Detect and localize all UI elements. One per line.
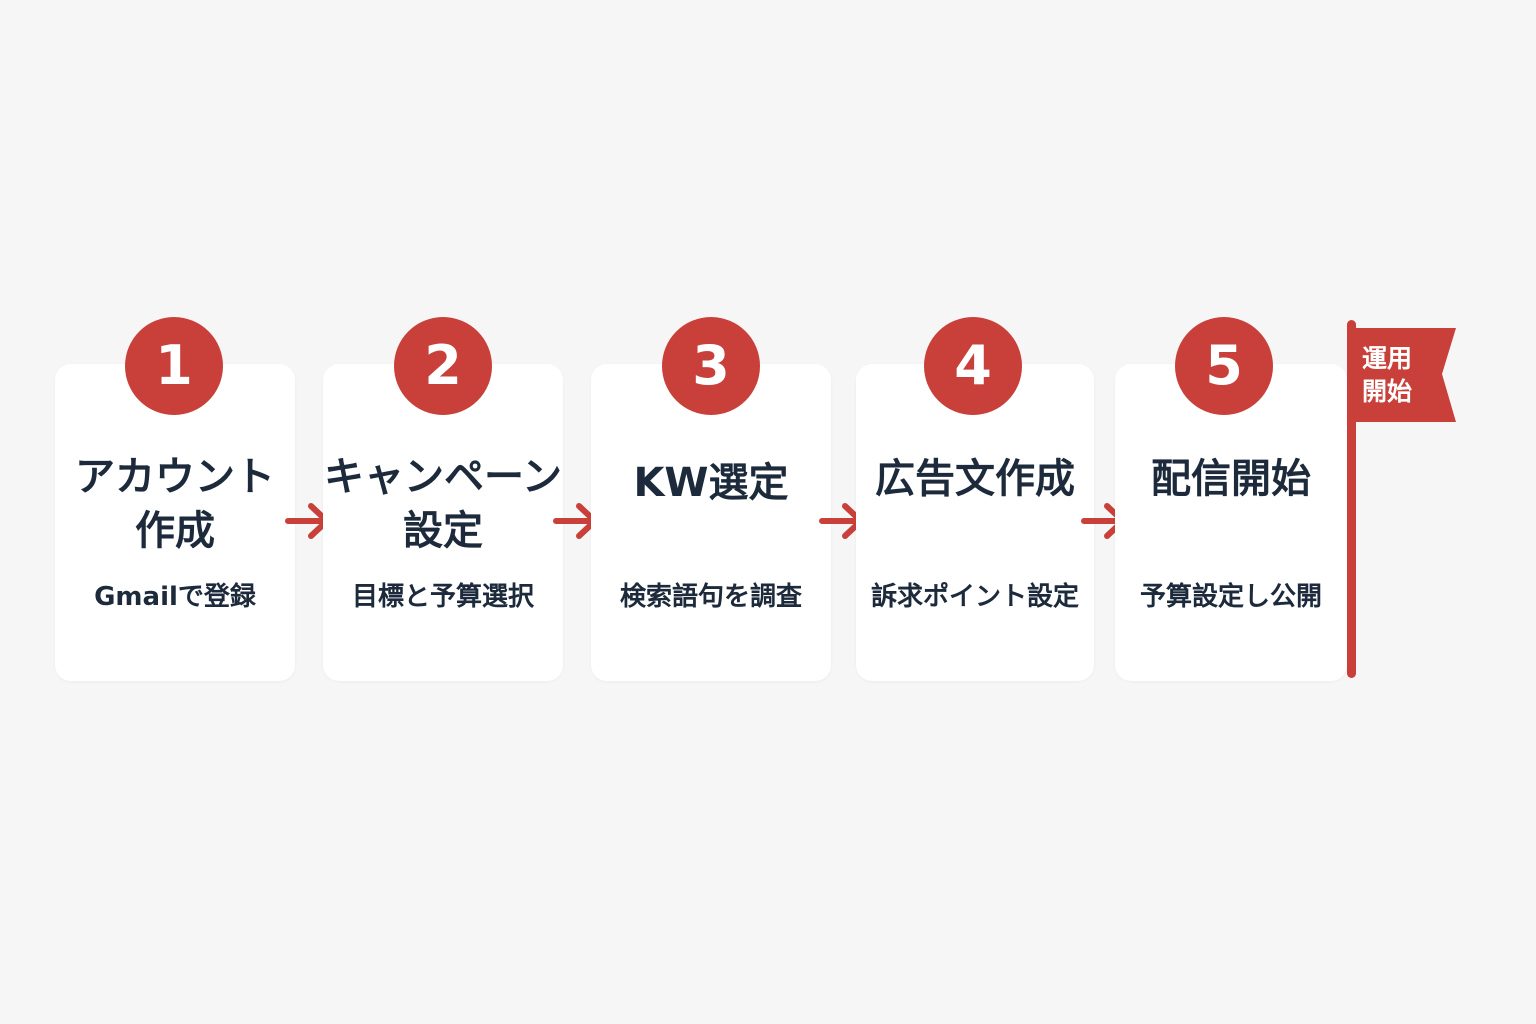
step-title-5: 配信開始 xyxy=(1151,456,1311,502)
step-title-1: アカウント 作成 xyxy=(75,454,275,554)
step-card-3: KW選定 検索語句を調査 xyxy=(591,364,831,681)
step-card-5: 配信開始 予算設定し公開 xyxy=(1115,364,1347,681)
step-number-badge-2: 2 xyxy=(394,317,492,415)
flag-icon xyxy=(1347,320,1456,678)
step-card-4: 広告文作成 訴求ポイント設定 xyxy=(856,364,1094,681)
step-number-badge-4: 4 xyxy=(924,317,1022,415)
step-card-2: キャンペーン 設定 目標と予算選択 xyxy=(323,364,563,681)
step-subtitle-2: 目標と予算選択 xyxy=(351,582,534,612)
step-number-badge-5: 5 xyxy=(1175,317,1273,415)
step-number-badge-3: 3 xyxy=(662,317,760,415)
step-title-2: キャンペーン 設定 xyxy=(324,454,562,554)
step-number-badge-1: 1 xyxy=(125,317,223,415)
step-title-3: KW選定 xyxy=(633,460,789,506)
flag-label: 運用 開始 xyxy=(1362,344,1413,406)
step-subtitle-1: Gmailで登録 xyxy=(94,582,256,612)
step-title-4: 広告文作成 xyxy=(875,456,1075,502)
step-card-1: アカウント 作成 Gmailで登録 xyxy=(55,364,295,681)
step-subtitle-5: 予算設定し公開 xyxy=(1139,582,1322,612)
step-subtitle-3: 検索語句を調査 xyxy=(619,582,802,612)
step-subtitle-4: 訴求ポイント設定 xyxy=(870,582,1079,612)
